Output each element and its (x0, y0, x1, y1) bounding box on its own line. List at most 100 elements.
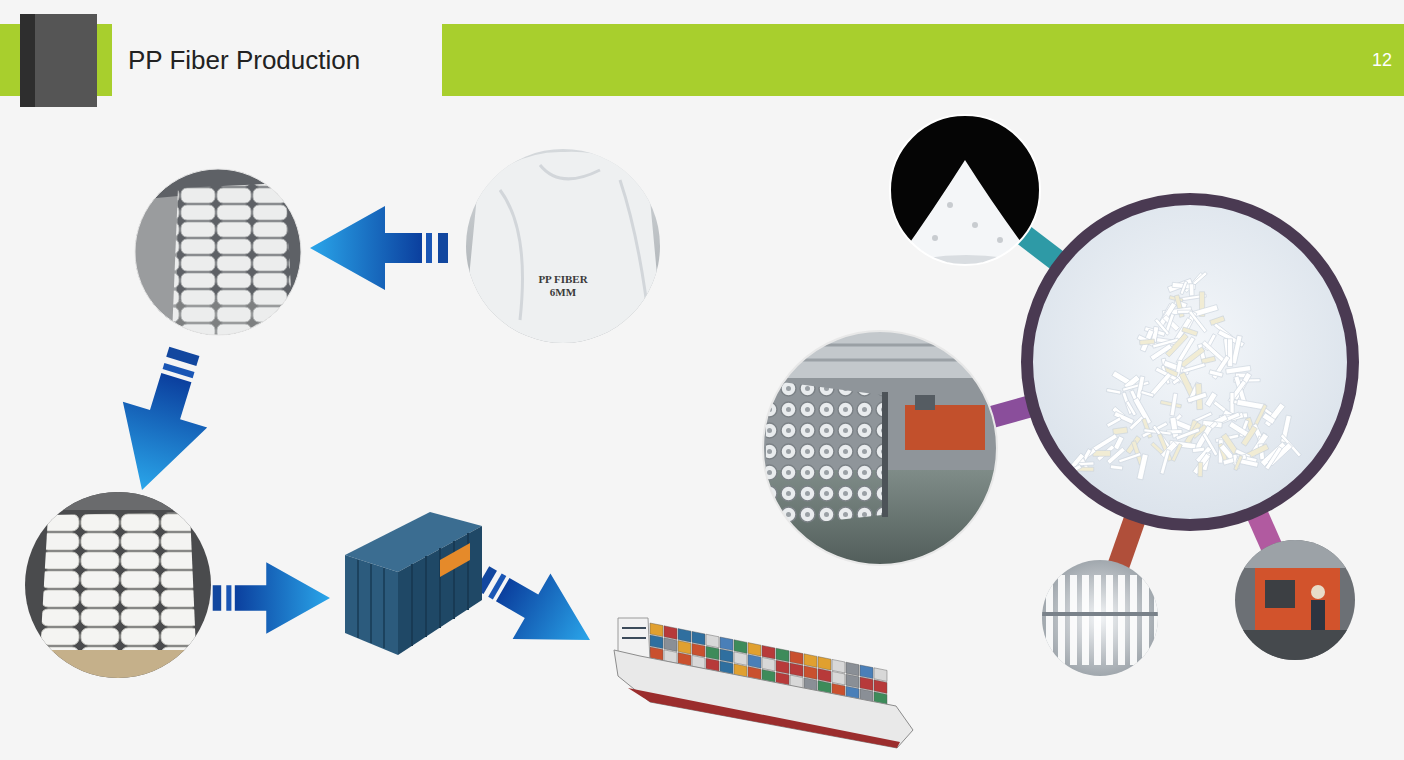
ship-container-box (748, 655, 761, 669)
creel-frame (882, 392, 888, 517)
ship-container-box (706, 646, 719, 660)
product-ring (1027, 199, 1353, 525)
fiber (1227, 339, 1232, 367)
worker (1311, 585, 1325, 599)
container-ship (614, 618, 913, 748)
fiber (1262, 413, 1275, 425)
fiber (1180, 281, 1188, 295)
factory-ceiling (760, 328, 1000, 378)
ship-container-box (790, 651, 803, 665)
ship-container-box (804, 654, 817, 668)
page-number: 12 (1372, 49, 1392, 71)
ship-container-box (832, 671, 845, 685)
yarn-spools (1040, 575, 1160, 665)
flow-arrow (100, 339, 227, 503)
container-ceiling (20, 488, 220, 510)
ship-container-box (762, 657, 775, 671)
header-band (442, 24, 1404, 96)
photo-shadow (640, 150, 670, 250)
ship-container-box (678, 629, 691, 643)
fiber (1241, 426, 1257, 447)
slide-title: PP Fiber Production (128, 45, 360, 75)
container-floor (20, 650, 220, 690)
ship-container-box (748, 643, 761, 657)
ship-container-box (650, 635, 663, 649)
factory-photo (760, 328, 1000, 570)
ship-container-box (692, 631, 705, 645)
ship-container-box (790, 663, 803, 677)
fiber (1201, 356, 1215, 364)
ship-container-box (776, 660, 789, 674)
fiber (1150, 344, 1172, 361)
photo-frame (890, 115, 1040, 265)
bag-stack (135, 196, 178, 330)
fiber (1209, 370, 1223, 377)
ship-container-box (776, 648, 789, 662)
ship-container-box (846, 662, 859, 676)
label-holder: 12 (1372, 49, 1392, 71)
loaded-container-photo (20, 488, 220, 690)
bag-print: PP FIBER 6MM (531, 273, 595, 299)
fiber (1151, 442, 1164, 454)
fiber (1170, 393, 1178, 416)
spools-photo (1040, 558, 1160, 678)
ship-container-box (804, 666, 817, 680)
pellet (947, 202, 953, 208)
ship-container-box (846, 674, 859, 688)
ship-keel (628, 688, 900, 748)
ship-container-box (650, 623, 663, 637)
fiber (1160, 449, 1170, 474)
container-logo (440, 543, 470, 577)
bag-fold (500, 165, 650, 330)
pellets-photo (885, 110, 1045, 275)
fiber (1079, 462, 1094, 466)
door-ribs (358, 560, 384, 648)
photo-ground (460, 145, 670, 350)
flow-arrow (310, 206, 448, 290)
extruder-part (915, 395, 935, 410)
fiber (1171, 443, 1182, 461)
fiber (1106, 388, 1121, 394)
ship-container-box (874, 668, 887, 682)
ship-container-box (692, 643, 705, 657)
spool-creel (766, 380, 882, 528)
stacked-bags-photo (130, 165, 310, 350)
fiber (1129, 416, 1144, 430)
ship-container-box (720, 649, 733, 663)
factory-floor (1233, 630, 1358, 665)
product-circle (1027, 199, 1353, 525)
ceiling-beams (800, 345, 990, 360)
photo-frame (763, 331, 997, 565)
pellet (997, 237, 1003, 243)
fiber (1106, 417, 1121, 427)
ship-container-box (734, 640, 747, 654)
ship-container-box (720, 637, 733, 651)
spool-rack (1040, 612, 1160, 616)
photo-ground (1040, 558, 1160, 678)
factory-ceiling (1233, 538, 1358, 568)
pellet (932, 235, 938, 241)
ship-container-box (832, 659, 845, 673)
fiber (1176, 428, 1200, 440)
ship-container-box (706, 634, 719, 648)
photo-ground (885, 110, 1045, 270)
ship-container-box (678, 641, 691, 655)
bag-stack (40, 512, 196, 652)
ship-container-box (664, 638, 677, 652)
container-door (345, 555, 398, 655)
bag-photo (460, 145, 670, 350)
title-holder: PP Fiber Production (128, 45, 360, 75)
ship-container-box (818, 657, 831, 671)
bag-label-circle: PP FIBER 6MM (466, 149, 660, 343)
fiber (1237, 399, 1266, 410)
pellet (972, 222, 978, 228)
bag-shape (462, 152, 664, 350)
fiber (1234, 455, 1243, 470)
shipping-container (345, 512, 482, 655)
ship-container-box (874, 680, 887, 694)
machine-photo (1233, 538, 1358, 665)
fiber (1198, 462, 1203, 476)
